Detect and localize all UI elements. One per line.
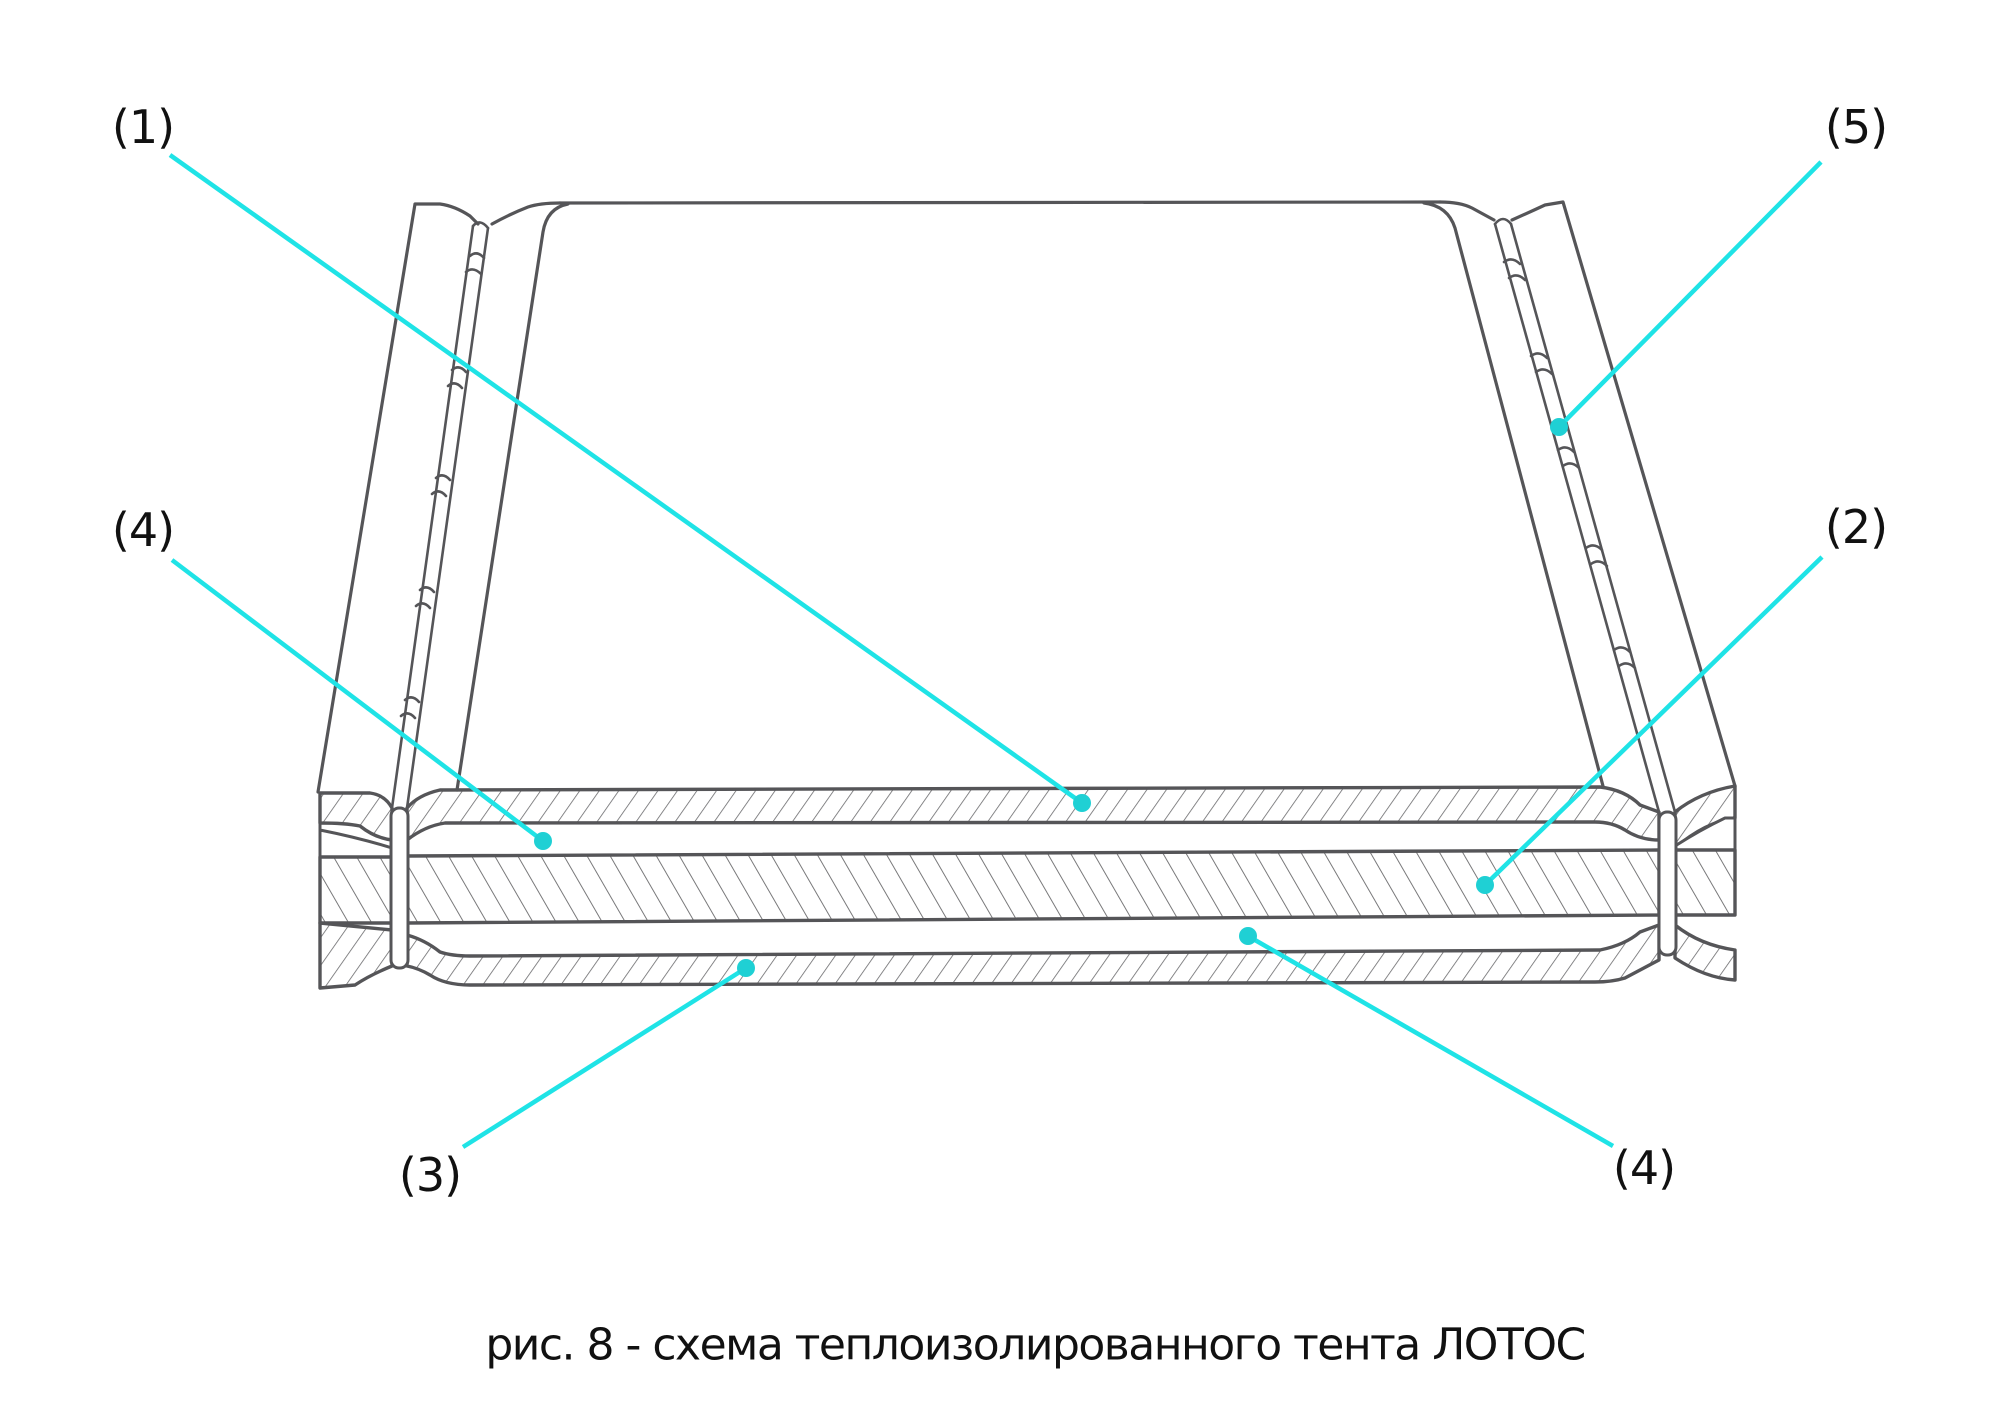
panel-left-edge — [455, 202, 570, 792]
leader-4-right — [1246, 934, 1615, 1148]
tent-panel-surface — [316, 200, 1737, 794]
figure-caption: рис. 8 - схема теплоизолированного тента… — [485, 1319, 1586, 1371]
top-layer-section-main — [405, 785, 1661, 842]
top-layer-section — [318, 791, 394, 842]
callout-label-2: (2) — [1824, 500, 1888, 554]
middle-layer-section-right — [1673, 848, 1737, 917]
callout-leaders — [168, 153, 1824, 1149]
right-seam-pin — [1493, 217, 1677, 814]
leader-3 — [461, 966, 748, 1149]
callout-label-4-left: (4) — [111, 503, 175, 557]
middle-layer-section-main — [405, 848, 1661, 925]
right-fastener-pin — [1657, 810, 1678, 957]
leader-5 — [1557, 160, 1823, 429]
left-flap-bevel — [490, 201, 562, 226]
left-seam-pin — [390, 221, 490, 810]
dot-4-left — [534, 832, 552, 850]
leader-1 — [168, 153, 1084, 805]
bottom-layer-section-right — [1673, 923, 1737, 982]
right-flap-outline — [1510, 200, 1737, 788]
panel-top-edge — [558, 200, 1442, 205]
bottom-layer-section-left — [318, 921, 394, 990]
dot-4-right — [1239, 927, 1257, 945]
leader-4-left — [170, 558, 545, 843]
left-flap-outline — [316, 202, 480, 794]
callout-label-1: (1) — [111, 100, 175, 154]
middle-layer-section — [318, 855, 394, 925]
leader-2 — [1483, 555, 1824, 887]
dot-1 — [1073, 794, 1091, 812]
right-flap-bevel — [1438, 200, 1496, 222]
dot-3 — [737, 959, 755, 977]
panel-right-edge — [1422, 201, 1605, 788]
left-fastener-pin — [389, 806, 410, 970]
callout-label-5: (5) — [1824, 100, 1888, 154]
callout-label-3: (3) — [398, 1148, 462, 1202]
bottom-layer-section-main — [405, 923, 1661, 987]
callout-label-4-right: (4) — [1612, 1141, 1676, 1195]
dot-2 — [1476, 876, 1494, 894]
dot-5 — [1550, 418, 1568, 436]
